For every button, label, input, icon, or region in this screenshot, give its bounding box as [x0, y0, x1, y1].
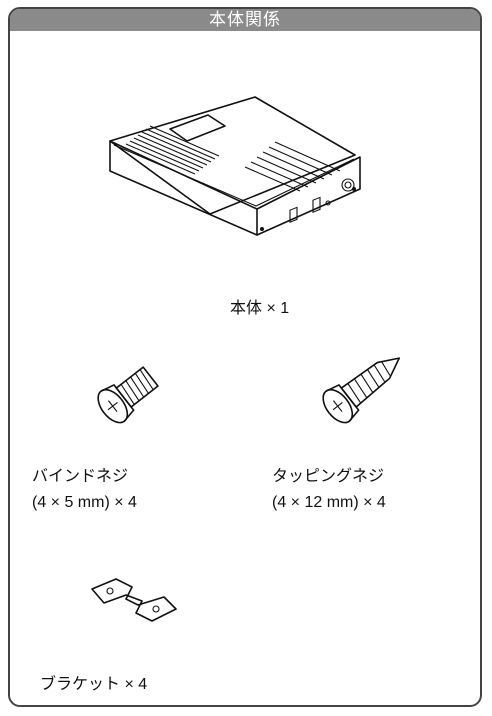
tapping-screw-name: タッピングネジ [272, 468, 385, 485]
tapping-screw-size: (4 × 12 mm) × 4 [272, 494, 386, 511]
tapping-screw-illustration [322, 357, 401, 424]
body-unit-illustration [109, 96, 361, 236]
binding-screw-name: バインドネジ [32, 468, 129, 485]
binding-screw-illustration [97, 366, 159, 424]
binding-screw-size: (4 × 5 mm) × 4 [32, 494, 137, 511]
bracket-illustration [91, 578, 177, 622]
body-unit-label: 本体 × 1 [230, 300, 290, 317]
panel-title: 本体関係 [10, 9, 480, 31]
bracket-label: ブラケット × 4 [40, 676, 148, 693]
accessory-panel: 本体関係 [8, 7, 482, 707]
